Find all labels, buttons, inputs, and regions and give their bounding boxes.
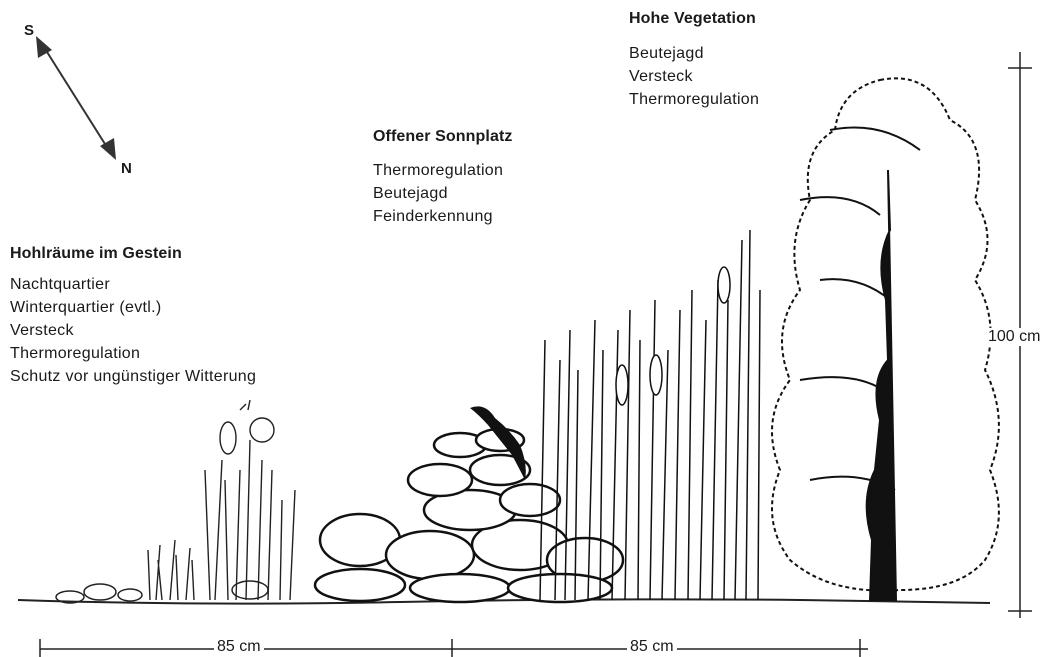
zone-heading: Hohe Vegetation (629, 10, 759, 28)
compass-south-label: S (24, 22, 34, 39)
ground-line (18, 599, 990, 603)
zone-items: Nachtquartier Winterquartier (evtl.) Ver… (10, 273, 256, 388)
zone-item: Feinderkennung (373, 205, 512, 228)
zone-item: Thermoregulation (10, 342, 256, 365)
zone-item: Thermoregulation (629, 88, 759, 111)
zone-item: Nachtquartier (10, 273, 256, 296)
width-right-label: 85 cm (627, 638, 677, 656)
width-left-label: 85 cm (214, 638, 264, 656)
tree (772, 78, 999, 600)
zone-item: Schutz vor ungünstiger Witterung (10, 365, 256, 388)
zone-items: Thermoregulation Beutejagd Feinderkennun… (373, 159, 512, 228)
zone-items: Beutejagd Versteck Thermoregulation (629, 42, 759, 111)
compass-north-label: N (121, 160, 132, 177)
zone-item: Winterquartier (evtl.) (10, 296, 256, 319)
width-dimension-line (40, 639, 868, 657)
zone-high-vegetation: Hohe Vegetation Beutejagd Versteck Therm… (629, 10, 759, 111)
zone-heading: Hohlräume im Gestein (10, 245, 256, 263)
zone-item: Beutejagd (373, 182, 512, 205)
low-plants (148, 400, 295, 600)
zone-rock-cavities: Hohlräume im Gestein Nachtquartier Winte… (10, 245, 256, 388)
zone-item: Thermoregulation (373, 159, 512, 182)
compass-arrow-icon (36, 36, 116, 160)
zone-heading: Offener Sonnplatz (373, 128, 512, 146)
zone-item: Versteck (629, 65, 759, 88)
zone-item: Beutejagd (629, 42, 759, 65)
height-label: 100 cm (986, 328, 1052, 346)
zone-item: Versteck (10, 319, 256, 342)
zone-sun-spot: Offener Sonnplatz Thermoregulation Beute… (373, 128, 512, 228)
